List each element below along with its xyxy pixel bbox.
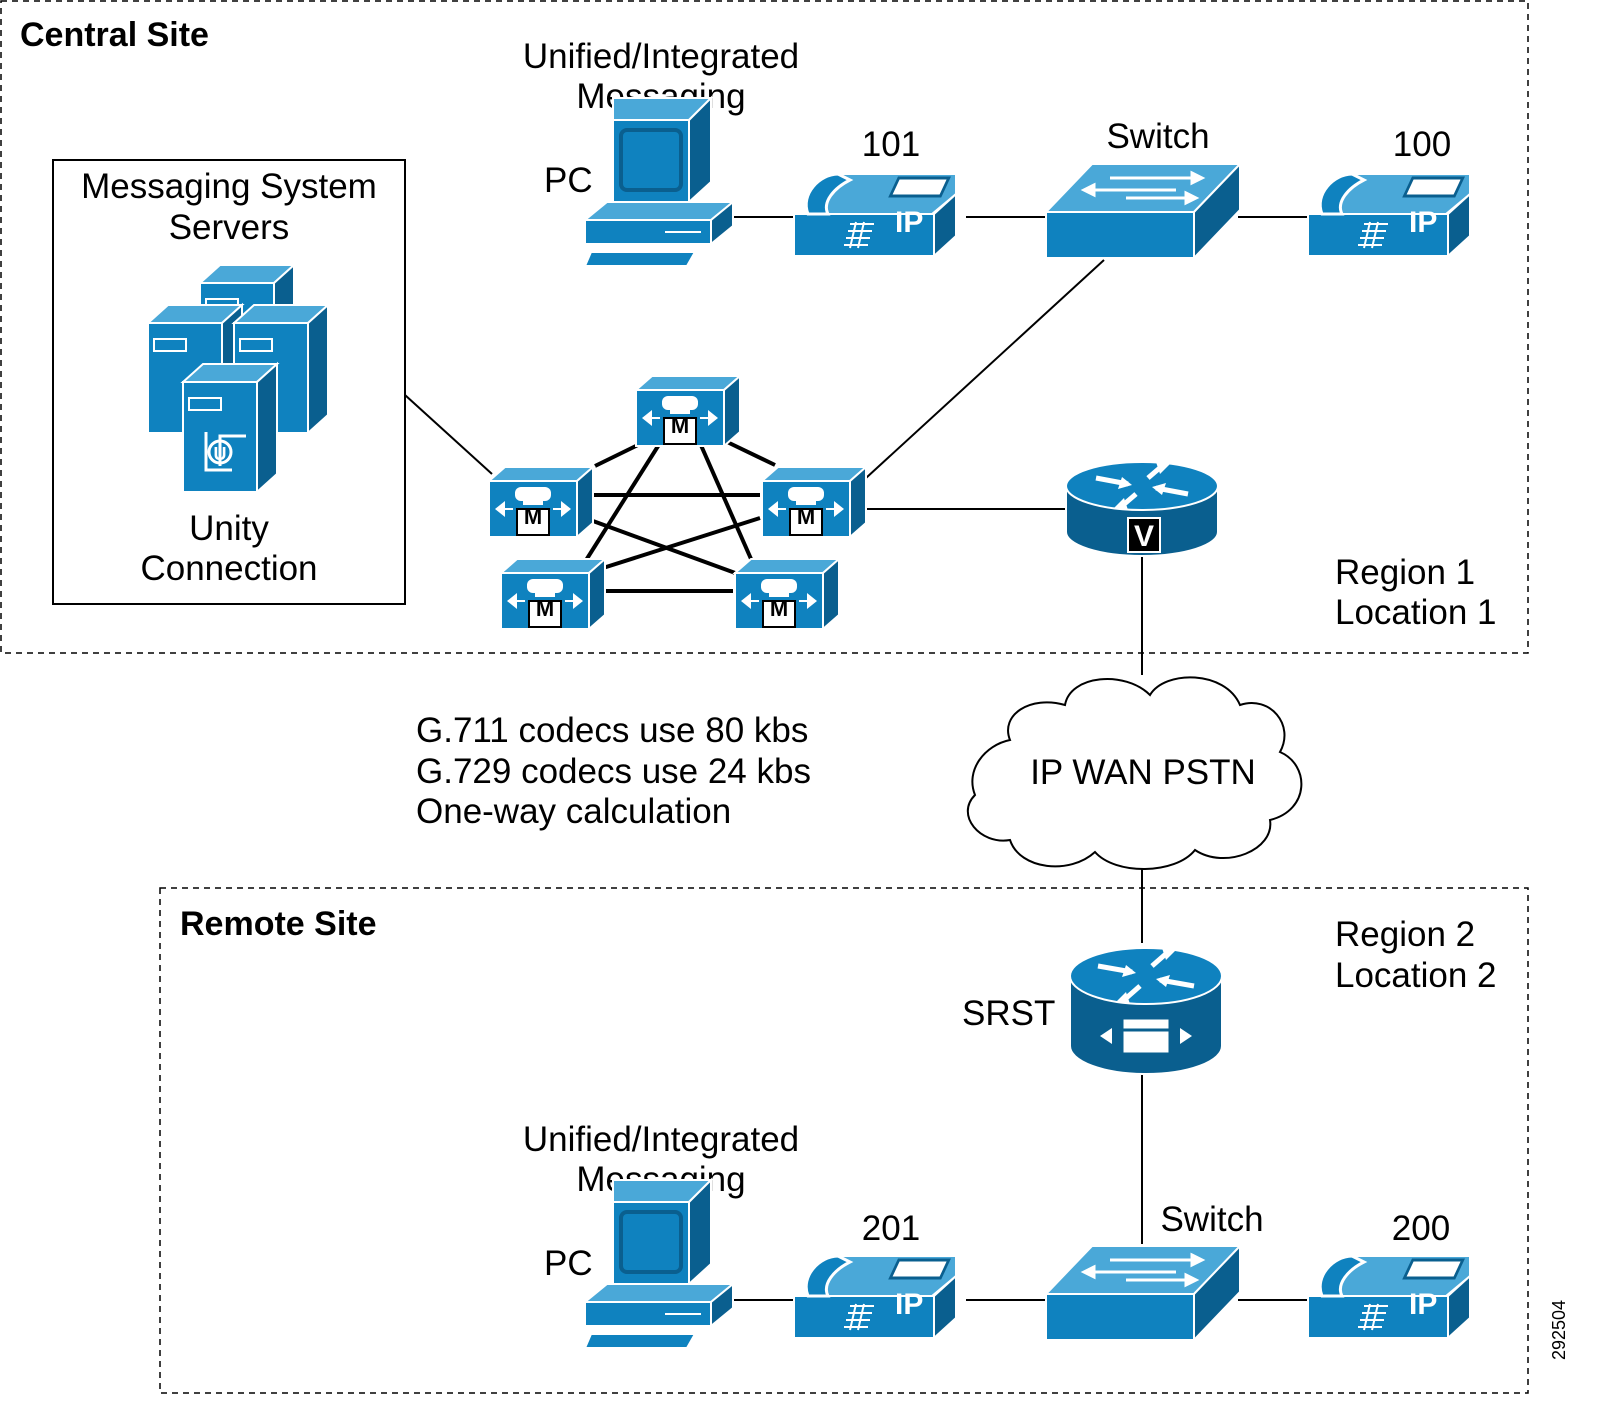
phone-200-badge: IP xyxy=(1409,1288,1437,1321)
cm-left-badge: M xyxy=(524,504,542,529)
codec-note-3: One-way calculation xyxy=(416,792,731,831)
central-pc-icon xyxy=(583,96,735,268)
srst-label: SRST xyxy=(962,994,1055,1033)
svg-text:U: U xyxy=(214,444,227,464)
central-pc-label: PC xyxy=(544,161,593,200)
srst-router-icon xyxy=(1069,947,1223,1075)
remote-messaging-label-1: Unified/Integrated xyxy=(523,1120,799,1159)
remote-pc-label: PC xyxy=(544,1244,593,1283)
phone-100-icon xyxy=(1306,172,1472,258)
phone-200-label: 200 xyxy=(1392,1209,1450,1248)
wan-cloud-icon xyxy=(967,676,1303,870)
messaging-box-title-1: Messaging System xyxy=(81,167,377,206)
phone-100-label: 100 xyxy=(1393,125,1451,164)
phone-200-icon xyxy=(1306,1254,1472,1340)
central-messaging-label-1: Unified/Integrated xyxy=(523,37,799,76)
wan-cloud-label: IP WAN PSTN xyxy=(1030,753,1256,792)
remote-site-boundary xyxy=(159,887,1529,1394)
phone-201-badge: IP xyxy=(895,1288,923,1321)
region-2-label: Region 2 xyxy=(1335,915,1475,954)
location-1-label: Location 1 xyxy=(1335,593,1497,632)
cm-bottom-right-badge: M xyxy=(770,596,788,621)
cm-bottom-left-badge: M xyxy=(536,596,554,621)
phone-101-label: 101 xyxy=(862,125,920,164)
unity-connection-server-icon: U xyxy=(147,264,329,493)
remote-switch-label: Switch xyxy=(1160,1200,1263,1239)
region-1-label: Region 1 xyxy=(1335,553,1475,592)
remote-pc-icon xyxy=(583,1178,735,1350)
messaging-box-caption-1: Unity xyxy=(189,509,269,548)
central-switch-icon xyxy=(1044,162,1242,260)
phone-100-badge: IP xyxy=(1409,206,1437,239)
central-site-boundary xyxy=(0,0,1529,654)
figure-id: 292504 xyxy=(1549,1300,1569,1360)
codec-note-1: G.711 codecs use 80 kbs xyxy=(416,711,808,750)
links xyxy=(404,216,1308,1301)
central-site-title: Central Site xyxy=(20,16,209,54)
cm-top-badge: M xyxy=(671,413,689,438)
phone-101-badge: IP xyxy=(895,206,923,239)
cm-right-badge: M xyxy=(797,504,815,529)
messaging-box-caption-2: Connection xyxy=(140,549,317,588)
messaging-box-title-2: Servers xyxy=(169,208,290,247)
location-2-label: Location 2 xyxy=(1335,956,1497,995)
phone-201-label: 201 xyxy=(862,1209,920,1248)
gateway-badge: V xyxy=(1134,520,1154,553)
phone-101-icon xyxy=(792,172,958,258)
remote-site-title: Remote Site xyxy=(180,905,377,943)
phone-201-icon xyxy=(792,1254,958,1340)
codec-note-2: G.729 codecs use 24 kbs xyxy=(416,752,811,791)
remote-switch-icon xyxy=(1044,1244,1242,1342)
central-switch-label: Switch xyxy=(1106,117,1209,156)
cluster-mesh xyxy=(581,438,776,593)
